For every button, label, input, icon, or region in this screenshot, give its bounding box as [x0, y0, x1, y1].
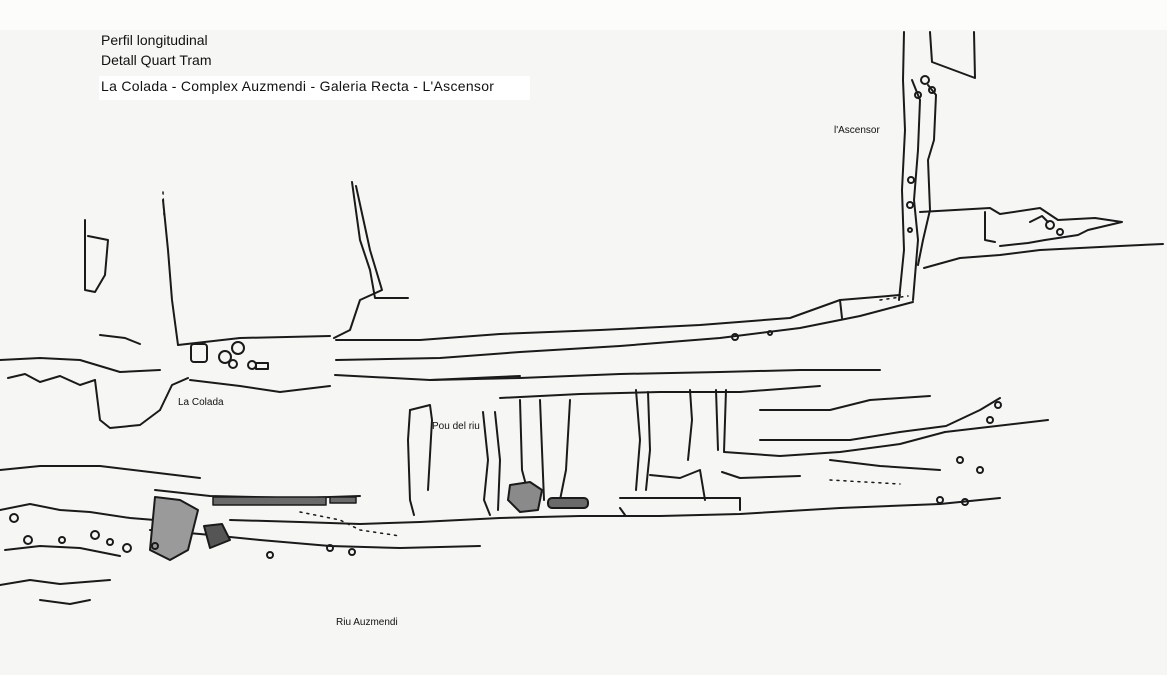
- profile-title: Perfil longitudinal: [101, 32, 208, 48]
- riu-auzmendi-level: [149, 481, 1001, 561]
- galeria-recta-upper: [334, 294, 914, 381]
- pou-del-riu-shaft: [407, 404, 501, 516]
- ascensor-shaft: [898, 31, 976, 301]
- hatched-block: [212, 496, 327, 506]
- lower-main-gallery: [429, 369, 1049, 501]
- la-colada-chimneys: [84, 181, 409, 370]
- boulder: [190, 343, 208, 363]
- label-ascensor: l'Ascensor: [834, 125, 880, 136]
- label-pou-del-riu: Pou del riu: [432, 421, 480, 432]
- survey-dotted-lines: [162, 191, 909, 537]
- label-la-colada: La Colada: [178, 397, 224, 408]
- label-riu-auzmendi: Riu Auzmendi: [336, 617, 398, 628]
- section-subtitle: Detall Quart Tram: [101, 52, 212, 68]
- right-branch-gallery: [919, 207, 1164, 269]
- left-galleries: [0, 357, 331, 605]
- route-caption: La Colada - Complex Auzmendi - Galeria R…: [99, 76, 531, 100]
- title-block: Perfil longitudinal Detall Quart Tram La…: [99, 30, 571, 100]
- paper-top-edge: [0, 0, 1167, 30]
